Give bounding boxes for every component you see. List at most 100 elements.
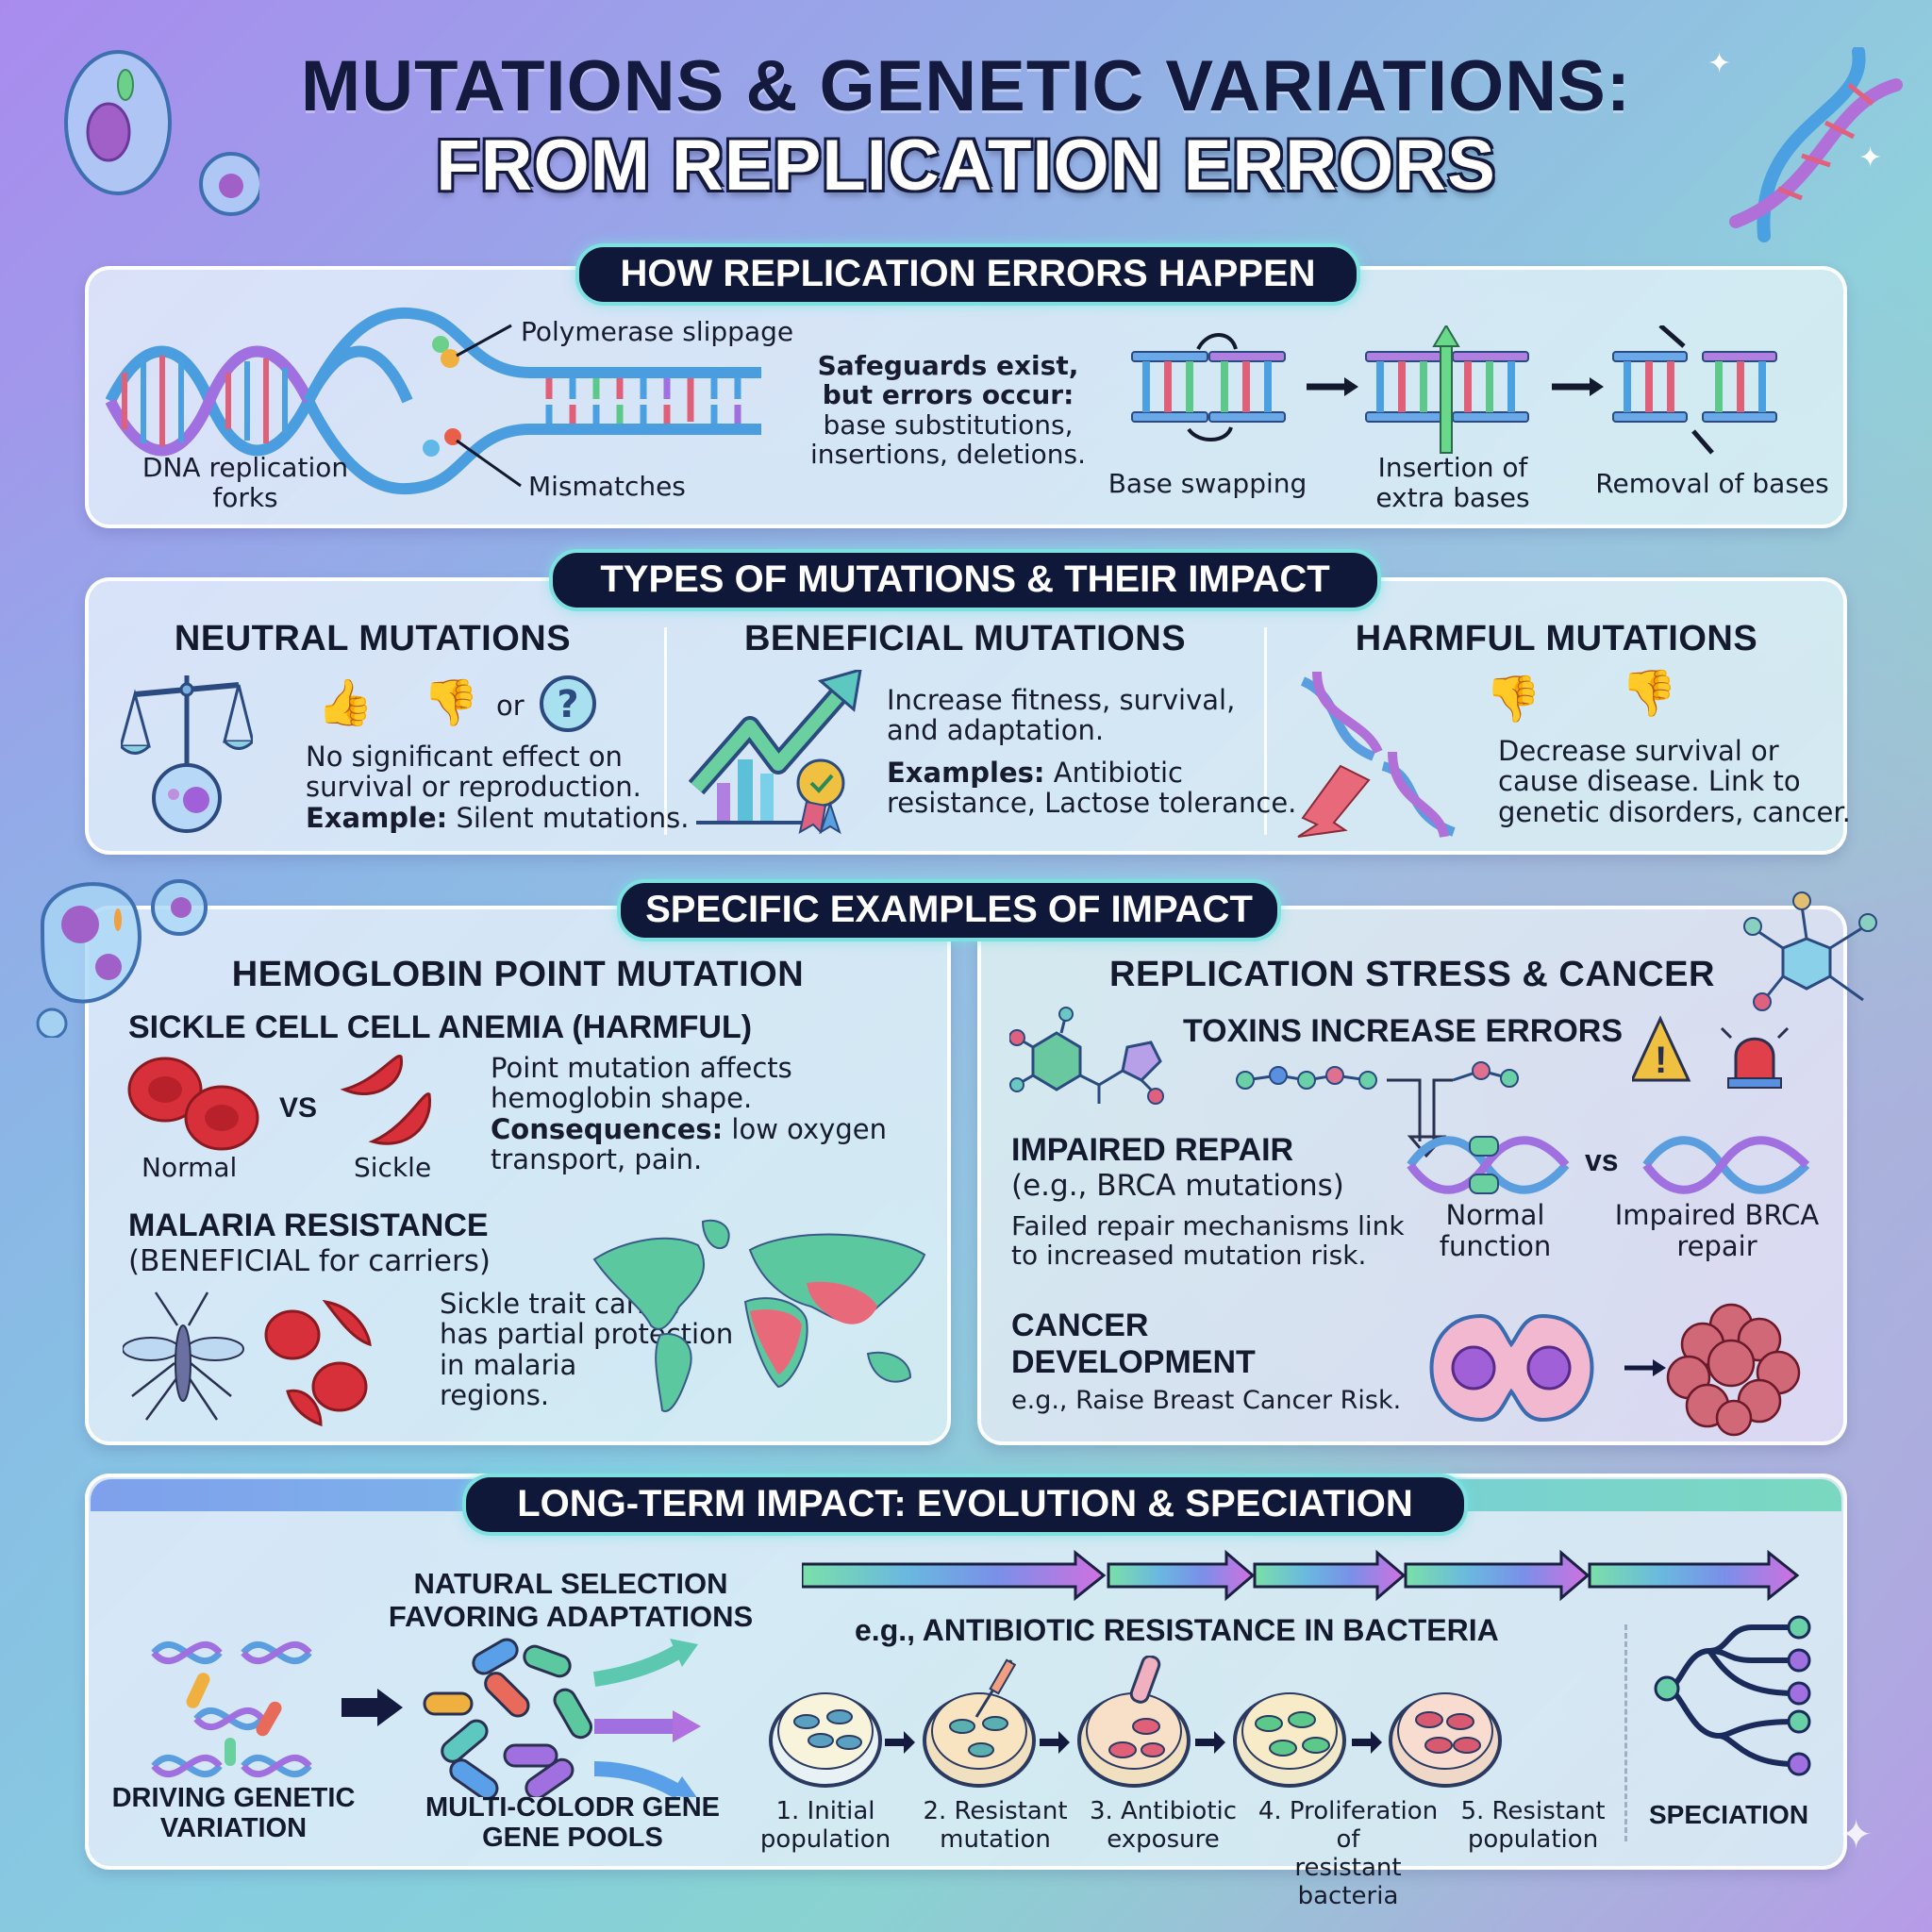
- label-mismatches: Mismatches: [528, 471, 686, 502]
- or-text: or: [496, 690, 525, 722]
- mosquito-icon: [123, 1291, 372, 1427]
- cell-division-to-tumor-icon: [1429, 1303, 1801, 1437]
- thumbs-up-icon: 👍: [317, 676, 374, 729]
- tumor-icon: [1666, 1303, 1801, 1437]
- step-3-label: 3. Antibiotic exposure: [1089, 1797, 1238, 1854]
- neutral-description: No significant effect on survival or rep…: [306, 741, 690, 834]
- safeguards-text: Safeguards exist, but errors occur: base…: [809, 350, 1086, 471]
- petri-dish-icon: [1389, 1692, 1502, 1788]
- page-title-line2: FROM REPLICATION ERRORS: [436, 125, 1496, 206]
- growth-chart-icon: [689, 670, 862, 835]
- panel-evolution: [85, 1474, 1847, 1870]
- broken-dna-icon: [1297, 671, 1456, 839]
- molecule-chain-icon: [1236, 1061, 1519, 1158]
- label-speciation: SPECIATION: [1649, 1800, 1809, 1829]
- impaired-repair-subtitle: (e.g., BRCA mutations): [1011, 1169, 1344, 1203]
- step-2-label: 2. Resistant mutation: [923, 1797, 1068, 1854]
- section-header-types: TYPES OF MUTATIONS & THEIR IMPACT: [549, 549, 1381, 611]
- panel-types-of-mutations: [85, 577, 1847, 855]
- petri-dish-icon: [769, 1692, 882, 1788]
- toxins-title: TOXINS INCREASE ERRORS: [1183, 1013, 1624, 1049]
- harmful-description: Decrease survival or cause disease. Link…: [1498, 735, 1851, 828]
- cancer-development-title: CANCER DEVELOPMENT: [1011, 1307, 1256, 1381]
- thumbs-down-icon: 👎: [1485, 673, 1541, 725]
- label-sickle: Sickle: [354, 1152, 432, 1183]
- warning-icon: [1632, 1015, 1691, 1082]
- label-polymerase-slippage: Polymerase slippage: [521, 316, 794, 347]
- arrow-right-icon: [341, 1689, 403, 1726]
- warning-alarm-icons: !: [1632, 1015, 1790, 1089]
- dna-impaired-icon: [1642, 1136, 1810, 1194]
- deletion-icon: [1612, 325, 1777, 455]
- base-swap-icon: [1131, 333, 1286, 441]
- harmful-mutations-title: HARMFUL MUTATIONS: [1355, 619, 1758, 658]
- thumbs-down-icon: 👎: [423, 676, 479, 729]
- step-1-label: 1. Initial population: [759, 1797, 891, 1854]
- dna-variation-icon: [151, 1641, 312, 1777]
- label-base-swapping: Base swapping: [1108, 468, 1307, 499]
- beneficial-description: Increase fitness, survival, and adaptati…: [887, 684, 1297, 820]
- column-divider: [664, 627, 667, 835]
- beneficial-mutations-title: BENEFICIAL MUTATIONS: [743, 619, 1187, 658]
- award-badge-icon: [796, 758, 845, 808]
- section-header-evolution: LONG-TERM IMPACT: EVOLUTION & SPECIATION: [462, 1474, 1468, 1536]
- molecule-decoration-icon: [1743, 891, 1877, 1011]
- cell-icon: [36, 879, 208, 1038]
- label-insertion: Insertion of extra bases: [1375, 452, 1530, 514]
- thumbs-down-icon: 👎: [1621, 667, 1677, 720]
- cell-icon: [64, 50, 259, 216]
- sickle-description: Point mutation affects hemoglobin shape.…: [491, 1052, 887, 1176]
- dashed-divider: [1624, 1624, 1627, 1841]
- vs-text: vs: [1585, 1143, 1619, 1177]
- toxin-molecule-icon: [1009, 1007, 1164, 1105]
- section-header-examples: SPECIFIC EXAMPLES OF IMPACT: [617, 879, 1281, 941]
- cancer-example: e.g., Raise Breast Cancer Risk.: [1011, 1386, 1402, 1415]
- impaired-repair-title: IMPAIRED REPAIR: [1011, 1132, 1294, 1168]
- sparkle-icon: ✦: [1707, 47, 1732, 80]
- step-5-label: 5. Resistant population: [1460, 1797, 1606, 1854]
- label-normal-function: Normal function: [1439, 1199, 1552, 1263]
- step-4-label: 4. Proliferation of resistant bacteria: [1257, 1797, 1439, 1910]
- error-types-diagram: [1131, 325, 1777, 455]
- sparkle-icon: ✦: [1858, 142, 1883, 175]
- label-removal-of-bases: Removal of bases: [1595, 468, 1829, 499]
- svg-text:!: !: [1655, 1040, 1667, 1081]
- label-impaired-brca: Impaired BRCA repair: [1614, 1199, 1820, 1263]
- test-tube-icon: [1129, 1656, 1161, 1704]
- page-title-line1: MUTATIONS & GENETIC VARIATIONS:: [300, 46, 1632, 126]
- section-header-replication: HOW REPLICATION ERRORS HAPPEN: [575, 243, 1360, 306]
- red-blood-cells-icon: [264, 1299, 372, 1427]
- insertion-icon: [1365, 325, 1529, 454]
- hemoglobin-title: HEMOGLOBIN POINT MUTATION: [231, 955, 805, 994]
- dna-helix-icon: [1729, 47, 1903, 242]
- gene-pool-icon: [423, 1638, 701, 1797]
- impaired-repair-description: Failed repair mechanisms link to increas…: [1011, 1210, 1405, 1272]
- siren-icon: [1734, 1037, 1775, 1082]
- sparkle-icon: ✦: [1840, 1811, 1874, 1857]
- petri-dish-icon: [1077, 1656, 1191, 1788]
- column-divider: [1264, 627, 1267, 835]
- malaria-title: MALARIA RESISTANCE: [128, 1208, 489, 1243]
- dna-replication-fork-diagram: [106, 307, 761, 495]
- petri-dish-sequence: [769, 1656, 1502, 1788]
- label-driving-genetic-variation: DRIVING GENETIC VARIATION: [111, 1783, 356, 1844]
- petri-dish-icon: [1233, 1692, 1346, 1788]
- balance-scale-icon: [121, 675, 253, 833]
- label-natural-selection: NATURAL SELECTION FAVORING ADAPTATIONS: [388, 1567, 754, 1633]
- brca-dna-comparison: [1407, 1136, 1810, 1194]
- phylogenetic-tree-icon: [1654, 1615, 1811, 1776]
- replication-stress-title: REPLICATION STRESS & CANCER: [1109, 955, 1715, 994]
- sickle-cell-title: SICKLE CELL CELL ANEMIA (HARMFUL): [128, 1009, 753, 1045]
- antibiotic-resistance-title: e.g., ANTIBIOTIC RESISTANCE IN BACTERIA: [855, 1613, 1499, 1647]
- label-normal: Normal: [142, 1152, 238, 1183]
- question-icon: ?: [540, 675, 596, 732]
- world-map-icon: [592, 1219, 926, 1412]
- label-dna-replication-forks: DNA replication forks: [142, 452, 349, 514]
- red-blood-cells-icon: [127, 1055, 432, 1151]
- label-gene-pools: MULTI-COLODR GENE GENE POOLS: [425, 1792, 720, 1854]
- vs-text: VS: [279, 1092, 318, 1124]
- dna-normal-icon: [1407, 1136, 1570, 1194]
- neutral-mutations-title: NEUTRAL MUTATIONS: [174, 619, 572, 658]
- petri-dish-icon: [923, 1658, 1036, 1788]
- malaria-subtitle: (BENEFICIAL for carriers): [128, 1244, 491, 1278]
